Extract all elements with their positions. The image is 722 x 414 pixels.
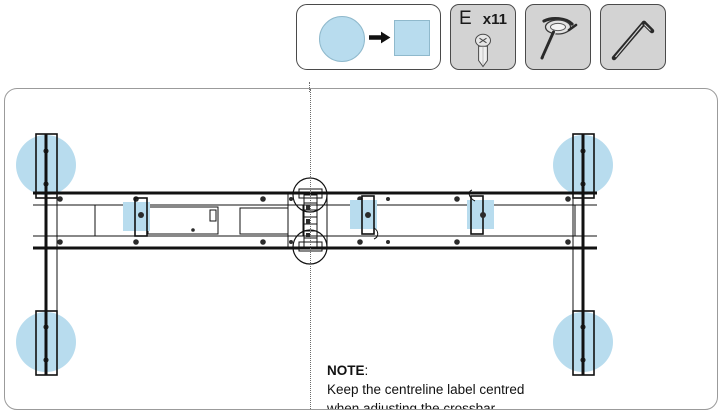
parts-bar: E x11 [296, 4, 666, 74]
crossbar-left-beam [94, 204, 304, 237]
screw-icon [451, 33, 515, 69]
part-box-screw-e: E x11 [450, 4, 516, 70]
centreline-dotted-top [309, 82, 310, 92]
control-box [147, 206, 219, 235]
bracket-highlight-center-left [350, 195, 379, 240]
note-block: NOTE: Keep the centreline label centred … [327, 361, 587, 410]
part-quantity: x11 [482, 11, 507, 28]
bracket-highlight-left [123, 197, 150, 237]
part-box-t-hex-key [525, 4, 591, 70]
note-label: NOTE [327, 363, 365, 378]
bracket-highlight-center-right [467, 189, 494, 235]
right-arrow-icon [369, 31, 391, 44]
note-line-2: when adjusting the crossbar. [327, 401, 499, 410]
part-letter: E [459, 8, 473, 29]
t-handle-hex-key-icon [526, 13, 590, 65]
centreline-dotted [310, 89, 311, 409]
lower-rail-fasteners [57, 239, 571, 245]
note-colon: : [364, 363, 369, 378]
transform-illustration-box [296, 4, 441, 70]
circle-shape-icon [319, 16, 365, 62]
main-diagram-panel: NOTE: Keep the centreline label centred … [4, 88, 718, 410]
square-shape-icon [394, 20, 430, 56]
motor-housing [239, 207, 289, 235]
l-hex-key-icon [601, 14, 665, 64]
desk-frame-drawing [16, 133, 613, 376]
note-line-1: Keep the centreline label centred [327, 382, 525, 397]
part-box-l-hex-key [600, 4, 666, 70]
